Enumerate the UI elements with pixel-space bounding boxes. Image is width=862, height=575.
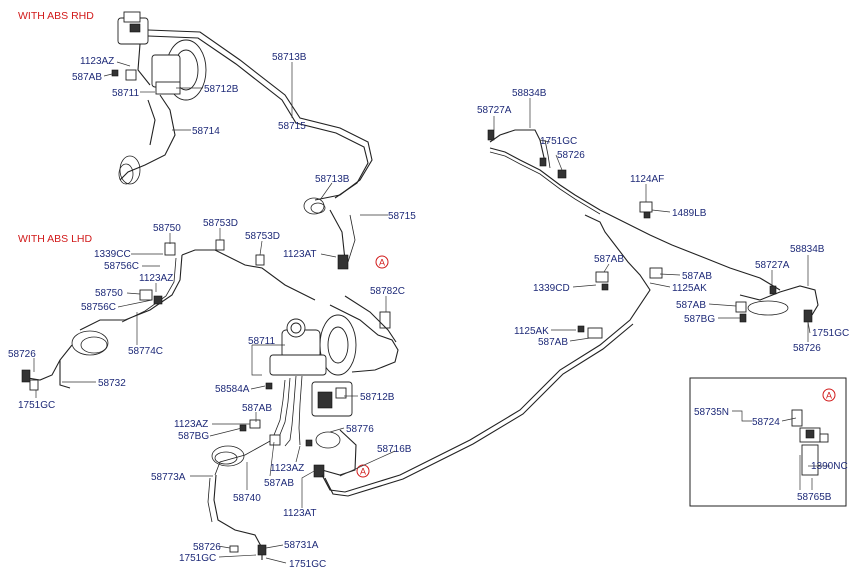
marker-a-1[interactable]: A xyxy=(375,255,389,269)
label-1751gc: 1751GC xyxy=(179,553,216,564)
label-587ab: 587AB xyxy=(594,254,624,265)
label-58713b: 58713B xyxy=(272,52,307,63)
label-1751gc: 1751GC xyxy=(289,559,326,570)
header-with-abs-lhd: WITH ABS LHD xyxy=(18,233,93,245)
label-1124af: 1124AF xyxy=(630,174,664,185)
part-labels: 1123AZ 587AB 58711 58712B 58713B 58715 5… xyxy=(8,52,849,570)
label-58773a: 58773A xyxy=(151,472,186,483)
svg-text:A: A xyxy=(826,391,832,401)
label-1125ak: 1125AK xyxy=(514,326,549,337)
label-58715: 58715 xyxy=(388,211,416,222)
label-58716b: 58716B xyxy=(377,444,412,455)
label-58726: 58726 xyxy=(557,150,585,161)
detail-box-a xyxy=(689,377,847,507)
label-58711: 58711 xyxy=(248,336,276,347)
label-58753d: 58753D xyxy=(203,218,238,229)
label-58776: 58776 xyxy=(346,424,374,435)
label-587ab: 587AB xyxy=(72,72,102,83)
label-58711: 58711 xyxy=(112,88,140,99)
label-58750: 58750 xyxy=(95,288,123,299)
label-1123az: 1123AZ xyxy=(139,273,173,284)
label-1123az: 1123AZ xyxy=(174,419,208,430)
leader-lines xyxy=(33,61,820,564)
lhd-assembly xyxy=(21,239,391,391)
marker-a-2[interactable]: A xyxy=(356,464,370,478)
label-58732: 58732 xyxy=(98,378,126,389)
label-58765b: 58765B xyxy=(797,492,832,503)
label-587ab: 587AB xyxy=(538,337,568,348)
label-587ab: 587AB xyxy=(682,271,712,282)
label-58727a: 58727A xyxy=(755,260,790,271)
label-58756c: 58756C xyxy=(81,302,116,313)
label-587ab: 587AB xyxy=(264,478,294,489)
label-587ab: 587AB xyxy=(242,403,272,414)
label-58584a: 58584A xyxy=(215,384,250,395)
label-58714: 58714 xyxy=(192,126,220,137)
label-1751gc: 1751GC xyxy=(812,328,849,339)
svg-text:A: A xyxy=(379,258,385,268)
label-58782c: 58782C xyxy=(370,286,405,297)
label-58753d: 58753D xyxy=(245,231,280,242)
label-1339cc: 1339CC xyxy=(94,249,131,260)
label-1123az: 1123AZ xyxy=(270,463,304,474)
label-58750: 58750 xyxy=(153,223,181,234)
label-58724: 58724 xyxy=(752,417,780,428)
label-1123at: 1123AT xyxy=(283,508,317,519)
label-1489lb: 1489LB xyxy=(672,208,707,219)
lhd-master-cylinder-assembly xyxy=(207,295,399,560)
rhd-assembly xyxy=(111,11,373,270)
label-58834b: 58834B xyxy=(790,244,825,255)
label-58834b: 58834B xyxy=(512,88,547,99)
header-with-abs-rhd: WITH ABS RHD xyxy=(18,10,94,22)
label-1751gc: 1751GC xyxy=(540,136,577,147)
label-58756c: 58756C xyxy=(104,261,139,272)
label-58774c: 58774C xyxy=(128,346,163,357)
label-58726: 58726 xyxy=(8,349,36,360)
label-1125ak: 1125AK xyxy=(672,283,707,294)
label-1123az: 1123AZ xyxy=(80,56,114,67)
label-58726: 58726 xyxy=(193,542,221,553)
label-1751gc: 1751GC xyxy=(18,400,55,411)
label-58715: 58715 xyxy=(278,121,306,132)
label-58726: 58726 xyxy=(793,343,821,354)
svg-text:A: A xyxy=(360,467,366,477)
label-587bg: 587BG xyxy=(178,431,209,442)
label-58713b: 58713B xyxy=(315,174,350,185)
label-1339cd: 1339CD xyxy=(533,283,570,294)
rear-pipe-assembly xyxy=(321,129,819,497)
label-1123at: 1123AT xyxy=(283,249,317,260)
label-58727a: 58727A xyxy=(477,105,512,116)
label-58740: 58740 xyxy=(233,493,261,504)
label-58735n: 58735N xyxy=(694,407,729,418)
marker-a-3[interactable]: A xyxy=(822,388,836,402)
label-58712b: 58712B xyxy=(204,84,239,95)
label-587bg: 587BG xyxy=(684,314,715,325)
label-1390nc: 1390NC xyxy=(811,461,848,472)
label-58712b: 58712B xyxy=(360,392,395,403)
label-587ab: 587AB xyxy=(676,300,706,311)
label-58731a: 58731A xyxy=(284,540,319,551)
